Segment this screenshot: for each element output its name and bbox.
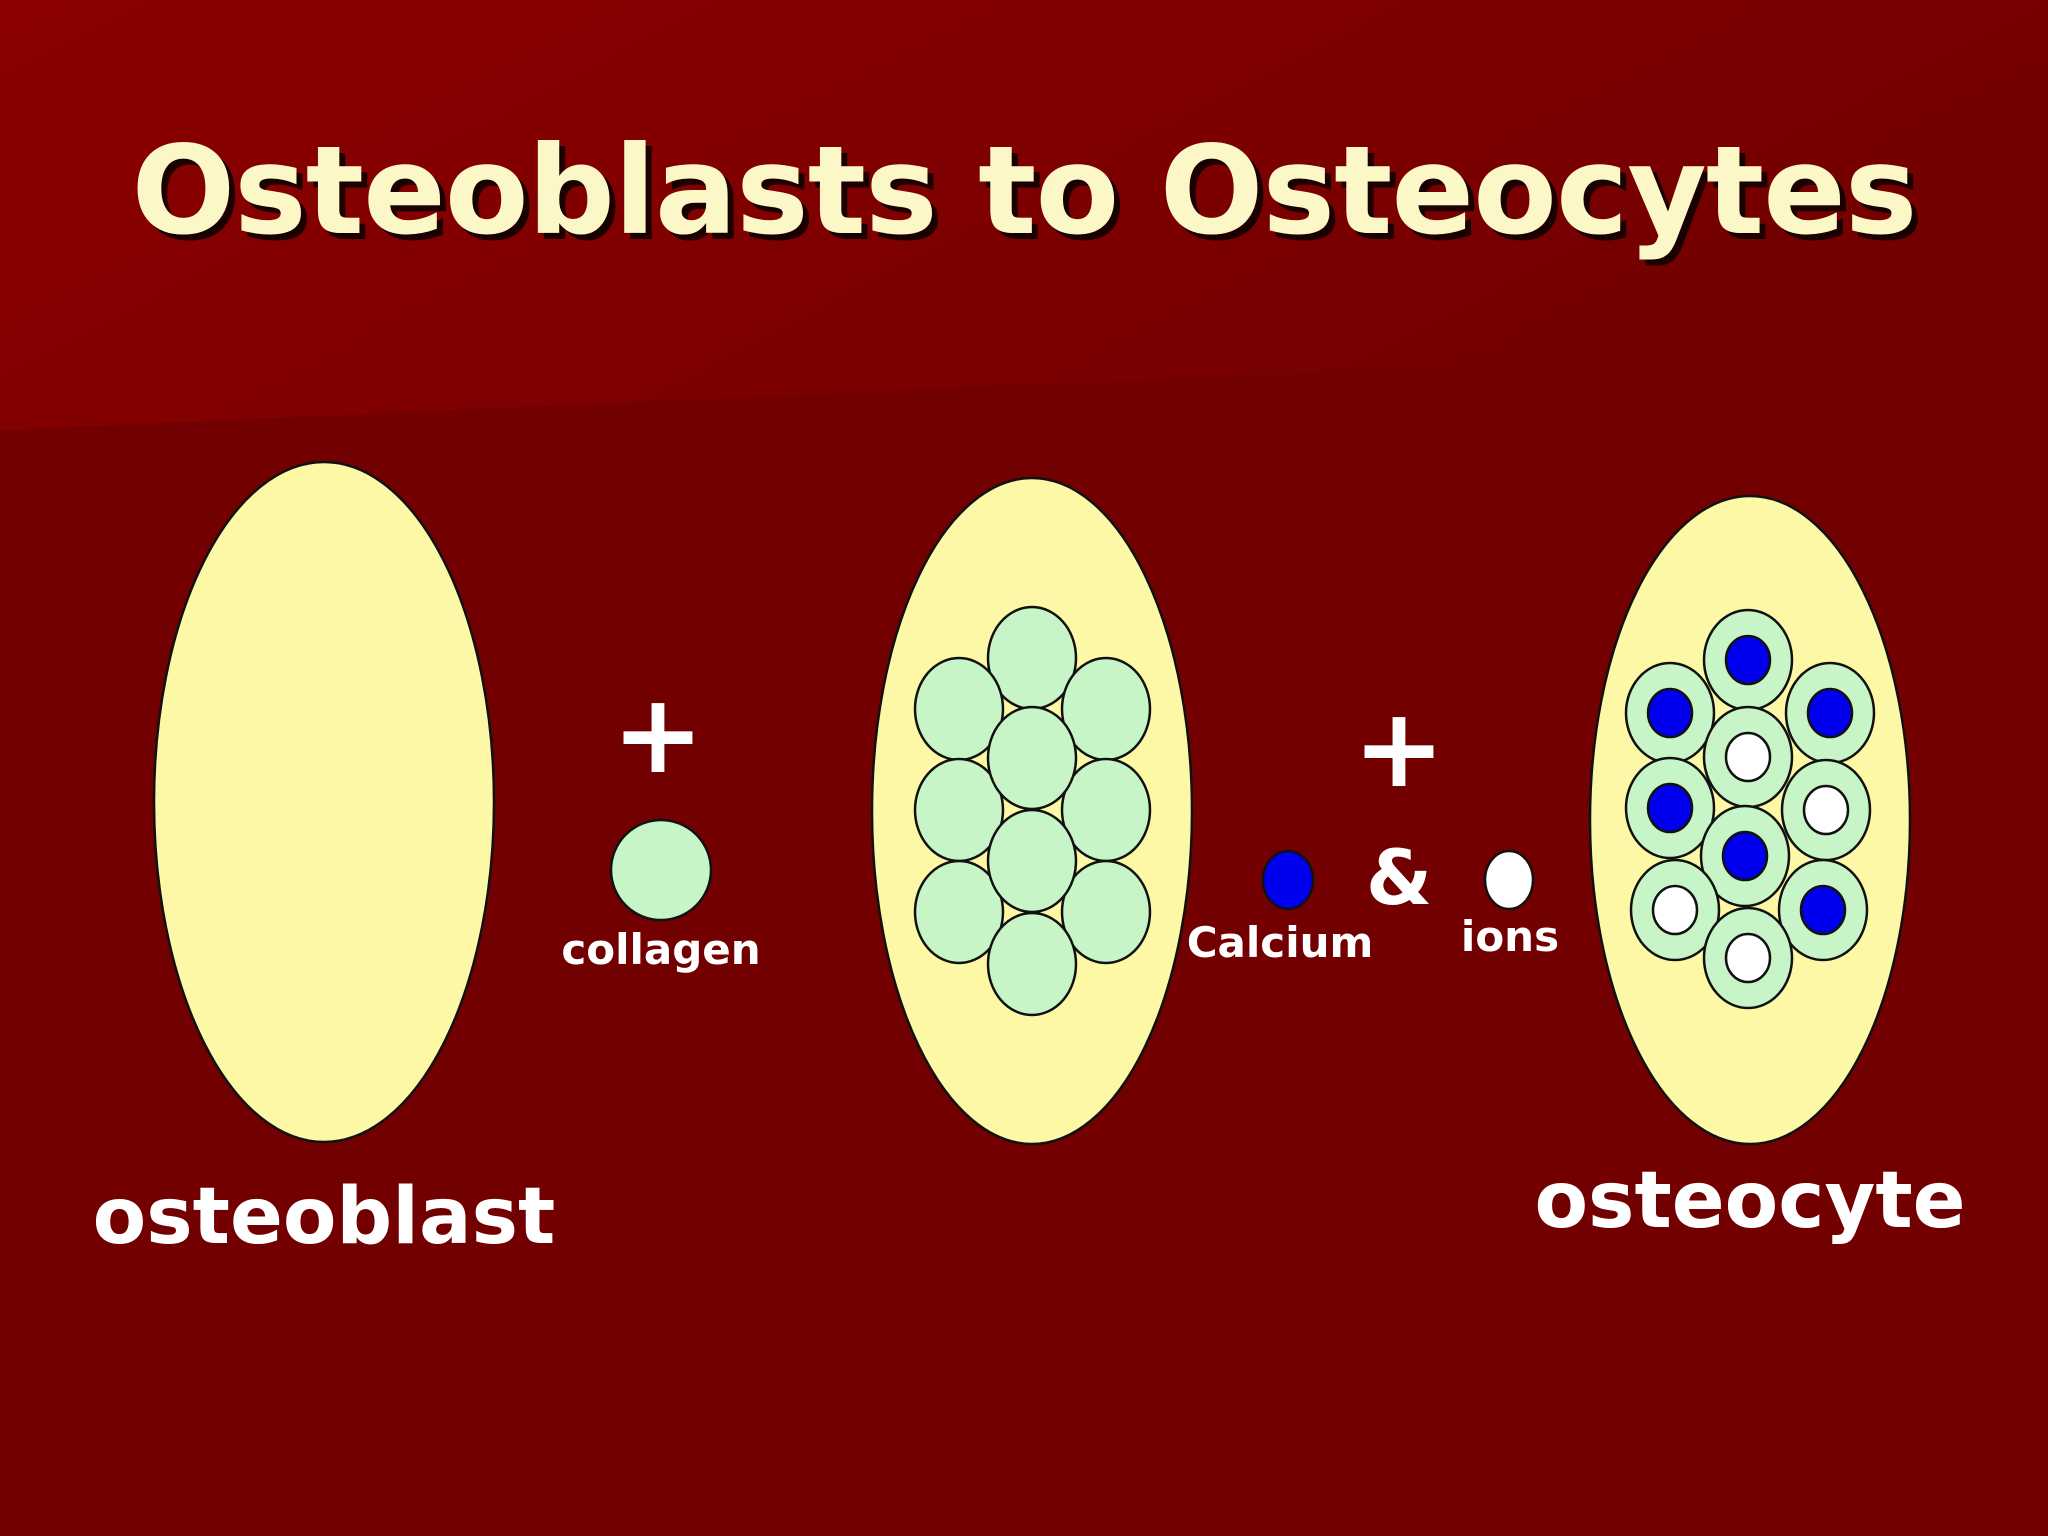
- collagen-sphere: [609, 818, 713, 922]
- ampersand: &: [1365, 833, 1433, 922]
- osteoblast-cell: [152, 460, 496, 1144]
- osteoblast-label: osteoblast: [92, 1172, 556, 1262]
- collagen-label: collagen: [561, 925, 761, 974]
- ions-label: ions: [1460, 912, 1560, 961]
- osteocyte-label: osteocyte: [1534, 1156, 1966, 1246]
- calcium-ion: [1261, 849, 1315, 911]
- mineralized-collagen-cluster: [1624, 608, 1876, 1010]
- plus-sign-ions: +: [1352, 684, 1446, 812]
- collagen-cluster: [913, 605, 1152, 1017]
- calcium-label: Calcium: [1186, 918, 1374, 967]
- white-ion: [1483, 849, 1535, 911]
- plus-sign-collagen: +: [611, 670, 705, 798]
- slide-title: Osteoblasts to Osteocytes: [131, 120, 1917, 262]
